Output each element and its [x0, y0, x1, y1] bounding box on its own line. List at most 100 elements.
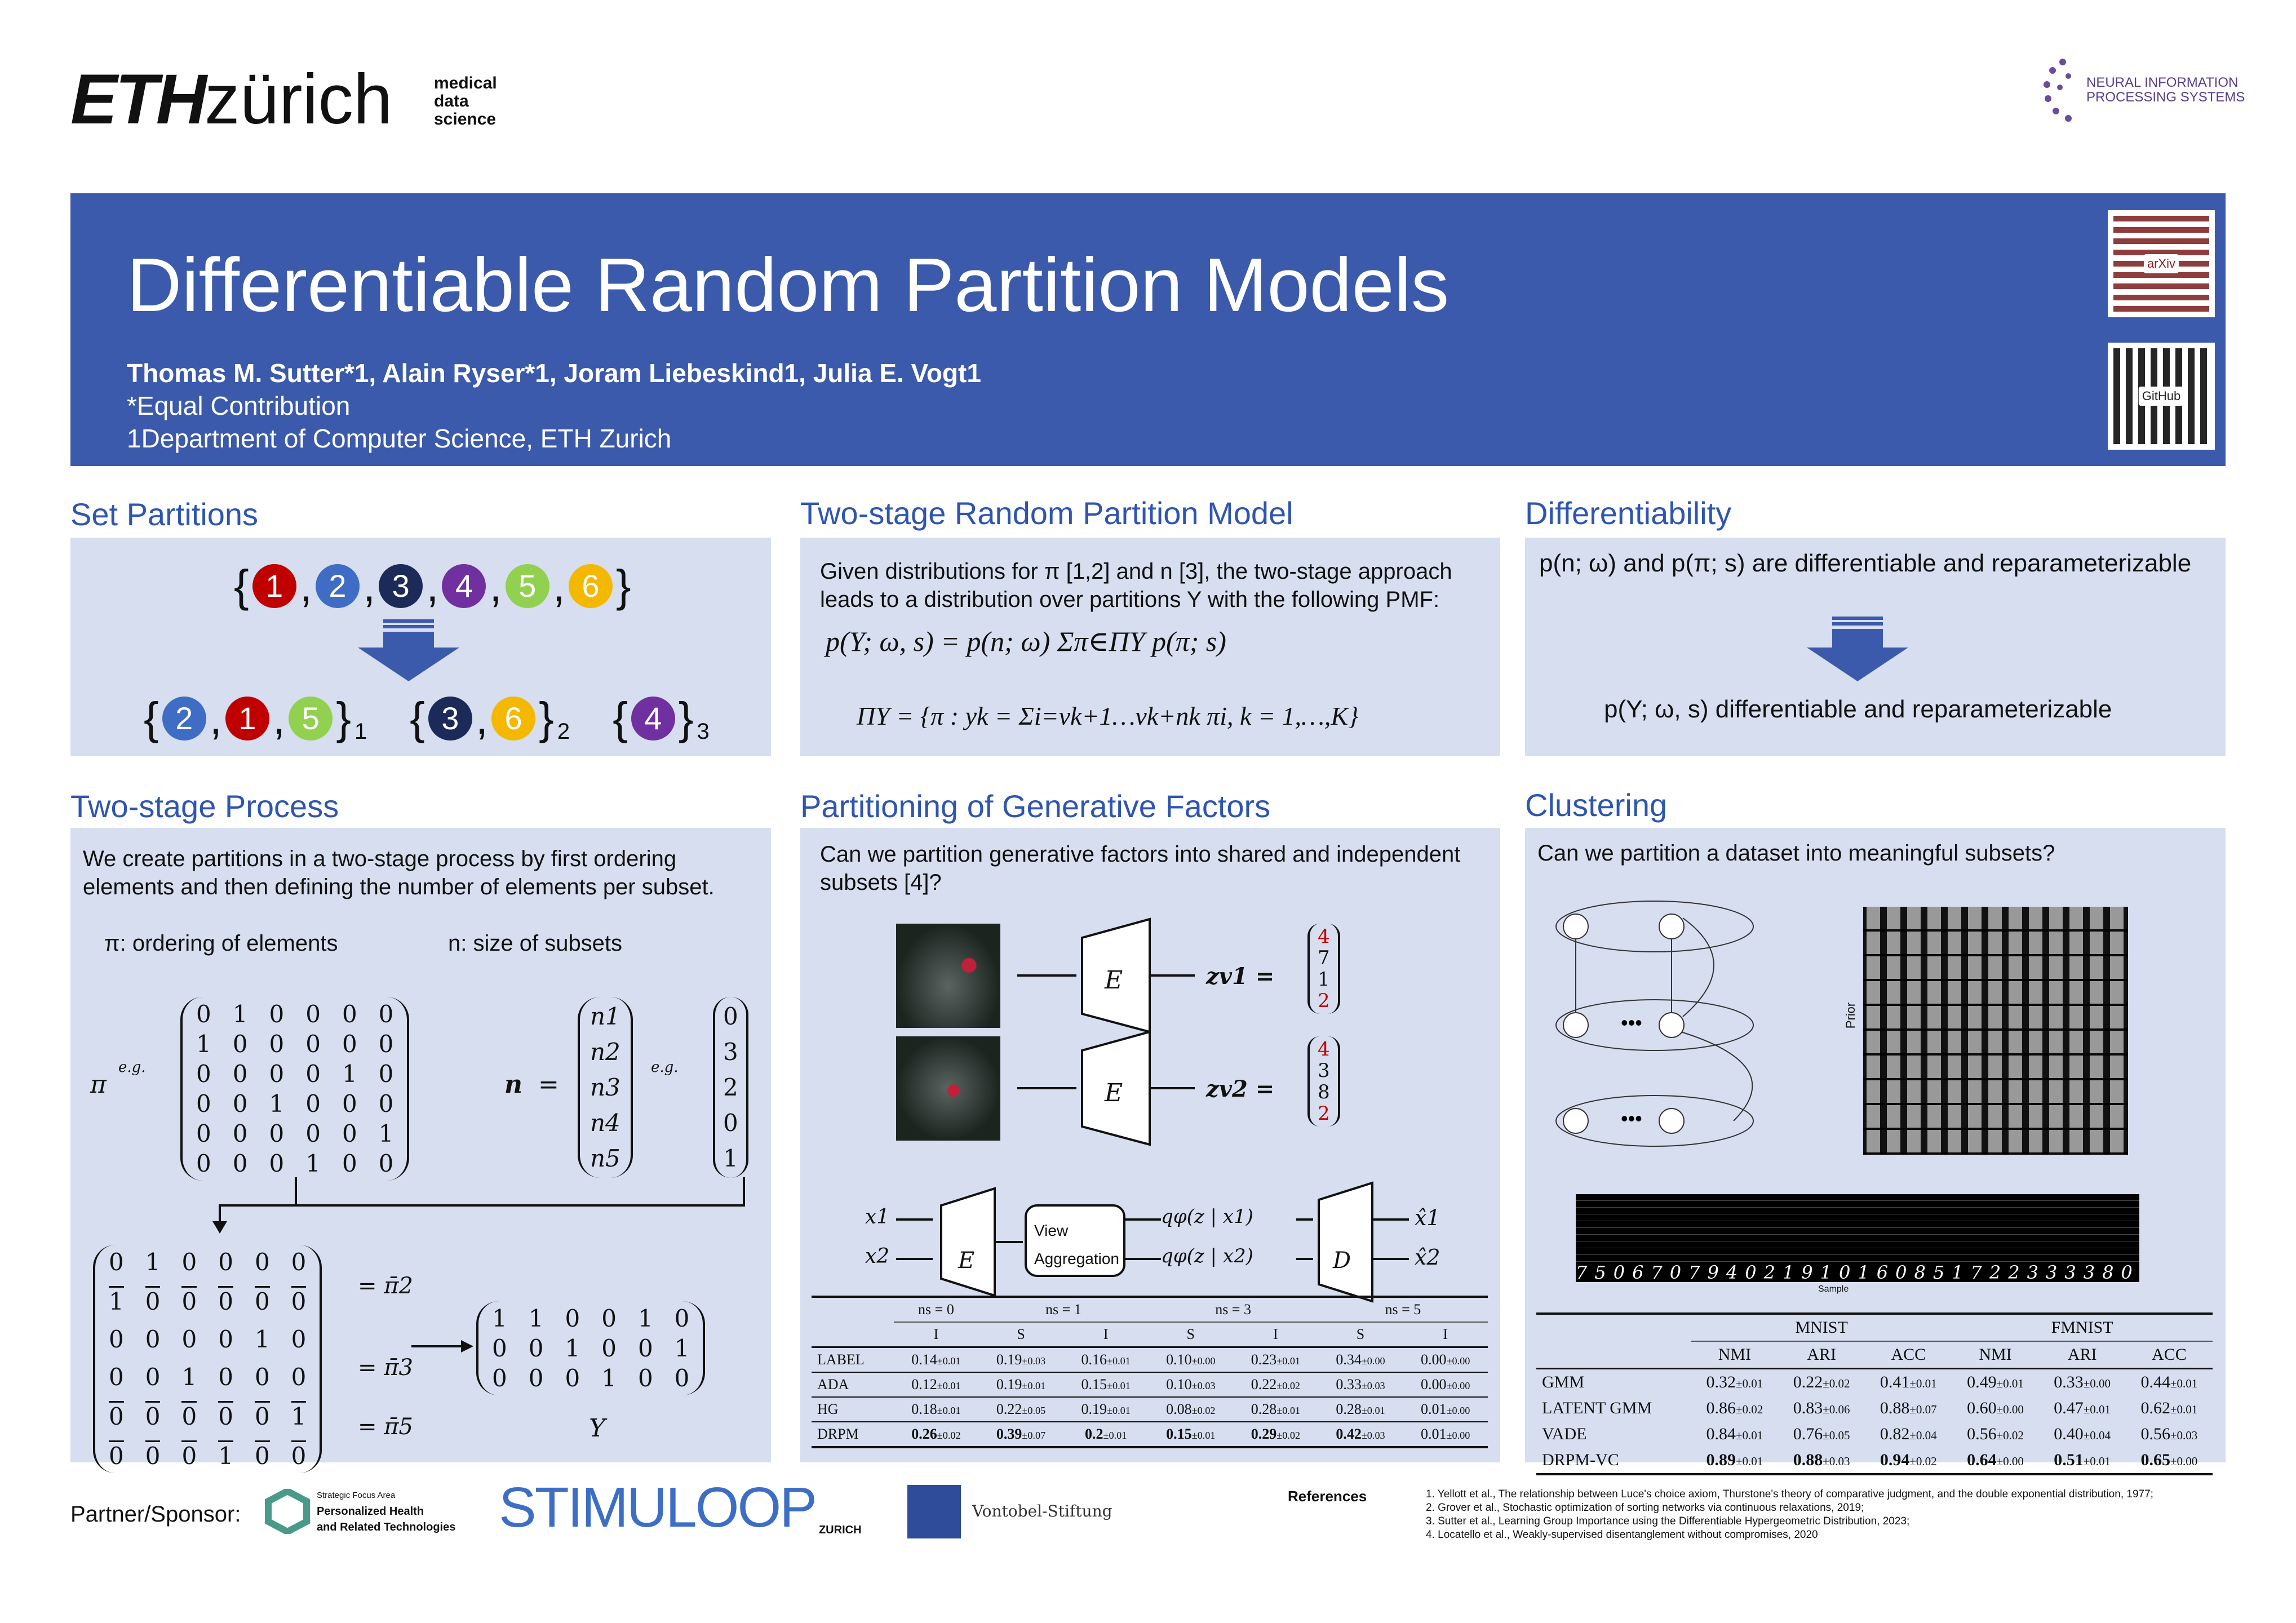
brace: { [234, 561, 249, 611]
mean-value: 0.33 [1336, 1376, 1362, 1393]
element-circle: 4 [442, 564, 486, 608]
matrix-entry: 0 [342, 1120, 357, 1147]
method-name: VADE [1542, 1425, 1587, 1443]
matrix-entry: 0 [378, 1150, 394, 1177]
xhat2-label: x̂2 [1415, 1245, 1440, 1270]
matrix-entry: 0 [291, 1440, 307, 1470]
std-value: ±0.00 [1191, 1355, 1216, 1367]
z-entry: 2 [1318, 990, 1330, 1012]
comma: , [426, 561, 439, 611]
result-cell: 0.15±0.01 [1063, 1372, 1149, 1397]
z-entry: 4 [1318, 1038, 1330, 1061]
matrix-entry: 0 [291, 1248, 307, 1276]
z-v2-label: zv2 = [1206, 1076, 1275, 1102]
phrt-line: Personalized Health [317, 1505, 424, 1518]
matrix-entry: 0 [196, 1000, 211, 1028]
result-cell: 0.2±0.01 [1063, 1422, 1149, 1447]
logo-zurich: zürich [205, 60, 393, 139]
std-value: ±0.02 [1191, 1405, 1216, 1416]
matrix-entry: 0 [305, 1090, 321, 1118]
std-value: ±0.01 [1107, 1380, 1131, 1391]
matrix-entry: 1 [565, 1334, 580, 1362]
matrix-entry: 1 [196, 1030, 211, 1058]
element-circle: 5 [289, 697, 333, 740]
matrix-entry: 0 [269, 1060, 285, 1088]
result-cell: 0.28±0.01 [1233, 1397, 1318, 1422]
method-name: DRPM [817, 1426, 859, 1442]
matrix-entry: 0 [109, 1440, 124, 1470]
matrix-entry: 0 [674, 1364, 690, 1392]
encoder-2-label: E [1105, 1079, 1123, 1107]
matrix-entry: 0 [305, 1030, 321, 1058]
std-value: ±0.02 [937, 1430, 961, 1441]
std-value: ±0.00 [2170, 1455, 2198, 1468]
comma: , [552, 561, 565, 611]
z-v1-label: zv1 = [1206, 963, 1275, 990]
mean-value: 0.94 [1880, 1451, 1910, 1469]
sub-header: S [1017, 1326, 1025, 1342]
arrow-down-icon [1807, 617, 1908, 681]
result-cell: 0.22±0.05 [978, 1397, 1063, 1422]
mean-value: 0.42 [1336, 1426, 1362, 1442]
result-cell: 0.29±0.02 [1233, 1422, 1318, 1447]
mean-value: 0.18 [911, 1401, 937, 1417]
mean-value: 0.33 [2054, 1373, 2084, 1391]
mean-value: 0.82 [1880, 1425, 1910, 1443]
partition-set-equation: ΠY = {π : yk = Σi=νk+1…νk+nk πi, k = 1,…… [857, 702, 1359, 730]
result-cell: 0.64±0.00 [1952, 1447, 2038, 1474]
result-cell: 0.89±0.01 [1691, 1447, 1778, 1474]
generative-diagram [896, 917, 1409, 1303]
matrix-entry: 0 [674, 1305, 690, 1332]
result-cell: 0.49±0.01 [1952, 1369, 2038, 1396]
arxiv-qr-code[interactable]: arXiv [2108, 210, 2215, 317]
mean-value: 0.01 [1420, 1426, 1447, 1442]
matrix-entry: 0 [109, 1325, 124, 1353]
std-value: ±0.01 [1361, 1405, 1385, 1416]
matrix-entry: 0 [269, 1030, 285, 1058]
group-header: FMNIST [1952, 1314, 2213, 1342]
matrix-entry: 0 [378, 1030, 394, 1058]
matrix-entry: 0 [232, 1150, 248, 1177]
corner-cell [812, 1322, 894, 1347]
mean-value: 0.22 [1793, 1373, 1823, 1391]
std-value: ±0.01 [1191, 1430, 1216, 1441]
sub-header: ARI [2067, 1345, 2097, 1364]
authors: Thomas M. Sutter*1, Alain Ryser*1, Joram… [127, 358, 981, 388]
arrow-down-icon [358, 619, 459, 681]
graphical-model-diagram: •••••• [1555, 901, 1754, 1147]
clustering-text: Can we partition a dataset into meaningf… [1537, 841, 2055, 866]
result-cell: 0.08±0.02 [1148, 1397, 1233, 1422]
result-cell: 0.10±0.03 [1148, 1372, 1233, 1397]
matrix-entry: 1 [601, 1364, 617, 1392]
std-value: ±0.02 [1736, 1403, 1763, 1416]
section-heading: Set Partitions [70, 496, 259, 532]
result-cell: 0.12±0.01 [894, 1372, 979, 1397]
mean-value: 0.12 [911, 1376, 937, 1393]
result-cell: 0.22±0.02 [1233, 1372, 1318, 1397]
brace: } [336, 693, 351, 743]
matrix-entry: 0 [145, 1325, 161, 1353]
pi-symbol: π [90, 1070, 107, 1099]
matrix-entry: 0 [342, 1000, 357, 1028]
x2-label: x2 [865, 1245, 890, 1268]
result-cell: 0.00±0.00 [1403, 1347, 1488, 1373]
comma: , [299, 561, 312, 611]
std-value: ±0.00 [1446, 1405, 1470, 1416]
matrix-entry: 1 [291, 1401, 307, 1430]
std-value: ±0.01 [1909, 1377, 1937, 1390]
matrix-entry: 0 [601, 1305, 617, 1332]
comma: , [272, 693, 286, 743]
sub-header: S [1356, 1326, 1365, 1342]
reference-item: 1. Yellott et al., The relationship betw… [1426, 1488, 2153, 1500]
std-value: ±0.03 [1022, 1355, 1046, 1367]
github-qr-code[interactable]: GitHub [2108, 343, 2215, 450]
eg-label: e.g. [118, 1059, 146, 1076]
matrix-entry: 1 [492, 1305, 507, 1332]
set-partitions-box: {1,2,3,4,5,6} {2,1,5}1{3,6}2{4}3 [70, 538, 771, 756]
group-header: ns = 0 [893, 1297, 979, 1323]
